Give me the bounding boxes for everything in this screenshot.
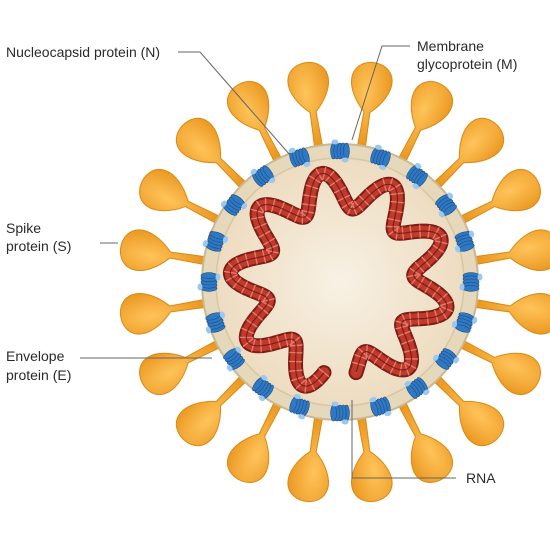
spike-protein	[458, 339, 541, 396]
membrane-glycoprotein	[435, 192, 457, 218]
membrane-glycoproteins	[197, 139, 483, 425]
membrane-label-2: glycoprotein (M)	[417, 56, 517, 72]
envelope-label-2: protein (E)	[6, 367, 71, 383]
membrane-glycoprotein	[288, 147, 311, 168]
rna-leader	[351, 400, 456, 479]
membrane-glycoprotein	[454, 230, 475, 253]
membrane-glycoprotein	[197, 272, 221, 292]
membrane-glycoprotein	[289, 393, 310, 420]
spike-protein	[287, 415, 329, 503]
spike-protein	[226, 81, 283, 164]
spike-protein	[119, 293, 207, 335]
nucleocapsid-leader	[178, 51, 291, 156]
membrane-glycoprotein	[252, 374, 274, 402]
spike-protein	[473, 229, 550, 271]
spike-protein	[351, 61, 393, 149]
membrane-glycoprotein	[220, 194, 248, 216]
membrane-label: Membrane	[417, 38, 484, 54]
spike-protein	[458, 168, 541, 225]
spike-protein	[175, 374, 248, 447]
membrane-glycoprotein	[404, 377, 430, 399]
membrane-leader	[351, 45, 410, 141]
membrane-glycoprotein	[369, 396, 392, 417]
spike-label: Spike	[6, 220, 41, 236]
membrane-glycoprotein	[432, 348, 460, 370]
membrane-glycoprotein	[205, 311, 226, 334]
membrane-glycoprotein	[330, 139, 350, 163]
spike-protein	[432, 374, 505, 447]
envelope-label: Envelope	[6, 348, 65, 364]
spike-protein	[432, 117, 505, 190]
spike-protein	[397, 81, 454, 164]
spike-protein	[175, 117, 248, 190]
nucleocapsid-label: Nucleocapsid protein (N)	[6, 44, 160, 60]
spike-protein	[226, 400, 283, 483]
spike-protein	[139, 339, 222, 396]
spike-protein	[397, 400, 454, 483]
spike-protein	[351, 415, 393, 503]
spike-protein	[473, 293, 550, 335]
spike-protein	[139, 168, 222, 225]
membrane-glycoprotein	[202, 231, 229, 252]
spike-proteins	[119, 61, 550, 503]
membrane-glycoprotein	[250, 165, 276, 187]
membrane-glycoprotein	[459, 272, 483, 292]
spike-label-2: protein (S)	[6, 238, 71, 254]
spike-protein	[119, 229, 207, 271]
membrane-glycoprotein	[451, 312, 478, 333]
membrane-glycoprotein	[330, 401, 350, 425]
spike-protein	[287, 61, 329, 149]
membrane-glycoprotein	[370, 144, 391, 171]
membrane-glycoprotein	[223, 346, 245, 372]
nucleocapsid-rna-coil	[222, 165, 455, 394]
membrane-glycoprotein	[406, 162, 428, 190]
rna-label: RNA	[466, 470, 496, 486]
